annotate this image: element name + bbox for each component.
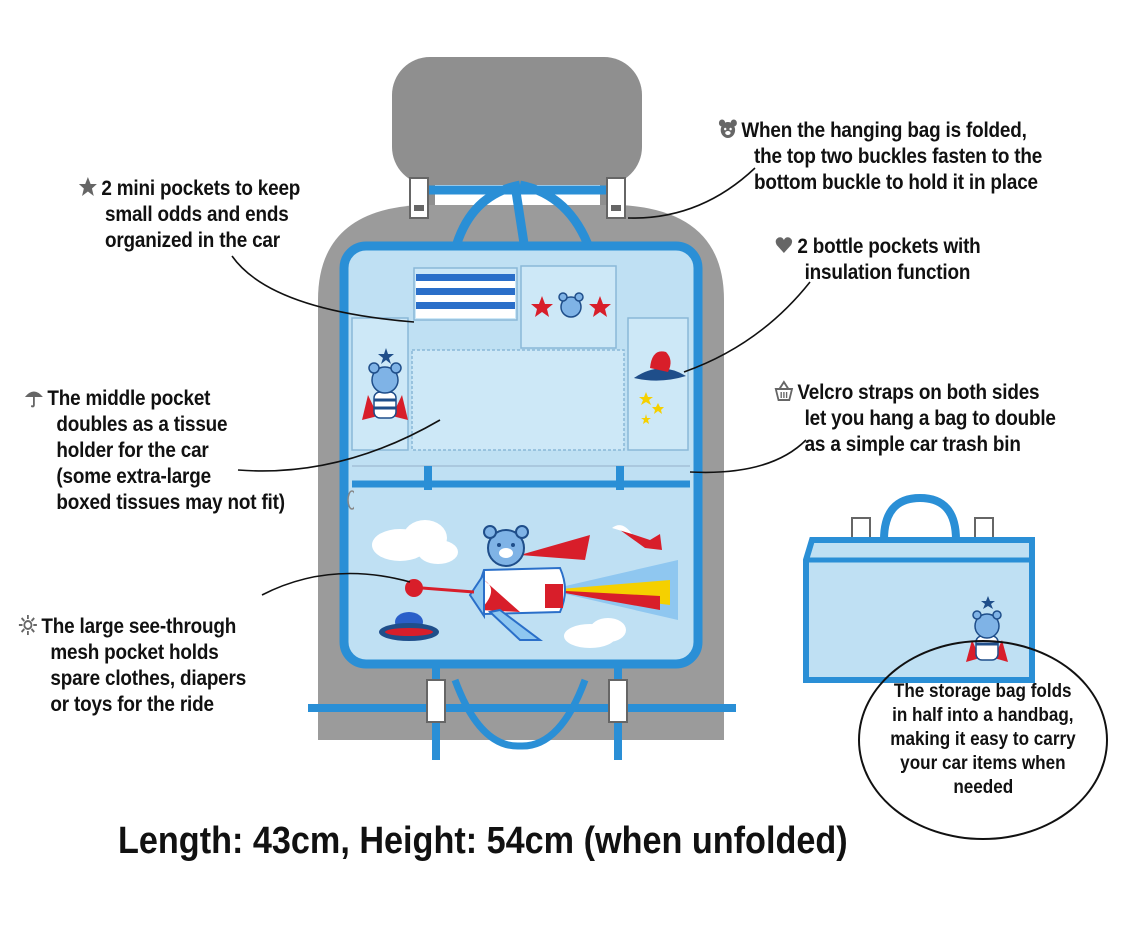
handbag-line-5: needed <box>953 777 1013 798</box>
mini-pockets-line-2: small odds and ends <box>105 203 289 226</box>
velcro-line-2: let you hang a bag to double <box>804 407 1056 430</box>
bottom-straps <box>308 664 736 760</box>
tissue-line-4: (some extra-large <box>56 465 211 488</box>
dragon-patch <box>634 351 686 424</box>
cloud-right <box>564 618 626 648</box>
bottle-pockets-line-1: 2 bottle pockets with <box>797 235 981 258</box>
cloud-left <box>372 520 458 564</box>
bear-with-cape <box>362 348 408 420</box>
callout-handbag: The storage bag folds in half into a han… <box>858 640 1108 840</box>
leader-lines <box>231 167 811 596</box>
velcro-line-1: Velcro straps on both sides <box>797 381 1040 404</box>
leader-velcro <box>689 439 807 474</box>
leader-tissue <box>237 419 441 472</box>
sun-icon <box>18 615 37 635</box>
handbag-line-3: making it easy to carry <box>890 729 1076 750</box>
leader-buckles <box>627 167 756 219</box>
tissue-pocket <box>411 349 625 451</box>
tissue-line-2: doubles as a tissue <box>56 413 228 436</box>
handbag-line-2: in half into a handbag, <box>892 705 1074 726</box>
mesh-line-3: spare clothes, diapers <box>50 667 247 690</box>
handbag-line-4: your car items when <box>900 753 1066 774</box>
striped-pocket <box>416 274 515 318</box>
headrest <box>392 57 642 185</box>
star-bear-patch <box>531 292 611 318</box>
tissue-line-5: boxed tissues may not fit) <box>56 491 285 514</box>
leader-bottle-pockets <box>683 281 811 373</box>
callout-buckles: When the hanging bag is folded, the top … <box>718 118 1042 196</box>
buckle-top-right <box>606 177 626 219</box>
umbrella-icon <box>24 391 43 408</box>
buckles-line-3: bottom buckle to hold it in place <box>754 171 1038 194</box>
dimensions-caption: Length: 43cm, Height: 54cm (when unfolde… <box>118 820 848 862</box>
heart-icon <box>775 237 793 253</box>
leader-mini-pockets <box>231 255 415 323</box>
ufo <box>379 612 439 641</box>
buckle-bottom-left <box>426 679 446 723</box>
callout-tissue: The middle pocket doubles as a tissue ho… <box>24 386 285 516</box>
velcro-line-3: as a simple car trash bin <box>804 433 1021 456</box>
mini-pockets-line-1: 2 mini pockets to keep <box>101 177 301 200</box>
mesh-line-4: or toys for the ride <box>50 693 214 716</box>
mesh-line-2: mesh pocket holds <box>50 641 219 664</box>
callout-bottle-pockets: 2 bottle pockets with insulation functio… <box>774 234 981 286</box>
buckles-line-2: the top two buckles fasten to the <box>754 145 1043 168</box>
bear-icon <box>718 119 737 138</box>
mini-pockets-line-3: organized in the car <box>105 229 280 252</box>
bottle-pocket-right <box>627 317 689 451</box>
bottle-pockets-line-2: insulation function <box>804 261 971 284</box>
callout-mini-pockets: 2 mini pockets to keep small odds and en… <box>78 176 300 254</box>
buckle-bottom-right <box>608 679 628 723</box>
leader-mesh <box>261 572 411 596</box>
mesh-pocket <box>354 490 688 654</box>
basket-icon <box>774 380 794 401</box>
buckle-top-left <box>409 177 429 219</box>
buckles-line-1: When the hanging bag is folded, <box>741 119 1027 142</box>
tissue-line-3: holder for the car <box>56 439 209 462</box>
top-straps <box>410 180 625 252</box>
tissue-line-1: The middle pocket <box>47 387 211 410</box>
callout-mesh: The large see-through mesh pocket holds … <box>18 614 246 718</box>
star-icon <box>78 177 97 196</box>
organizer-body <box>339 241 703 669</box>
handbag-line-1: The storage bag folds <box>894 681 1072 702</box>
rocket-with-bear <box>405 525 678 641</box>
small-plane <box>612 525 662 550</box>
mesh-line-1: The large see-through <box>41 615 237 638</box>
callout-velcro: Velcro straps on both sides let you hang… <box>774 380 1056 458</box>
